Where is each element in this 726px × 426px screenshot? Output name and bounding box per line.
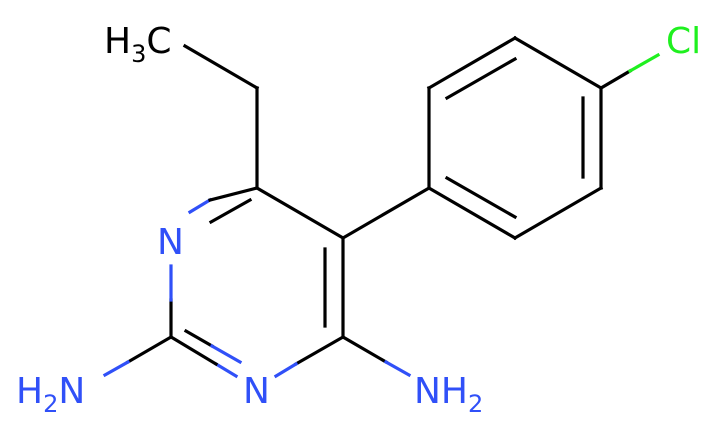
methyl-subscript: 3 [131,40,146,68]
amine-right-label: NH2 [414,371,483,418]
amine-right-nh: NH [414,371,468,412]
methyl-h: H [104,21,131,62]
amine-left-h: H [16,371,43,412]
bond-ph3-ph4 [512,35,604,91]
bond-c2-amine [125,334,174,365]
bond-ph5-ph6 [512,185,604,241]
bond-n1-c6 [208,186,259,202]
bond-ph2-ph3-inner [444,56,518,101]
amine-left-label: H2N [16,371,85,418]
bond-c4-n3-n [273,361,299,379]
bond-ph6-ph1 [426,185,518,241]
bond-ch3-ch2 [182,43,260,91]
bond-ph6-ph1-inner [444,175,518,220]
bond-ph4-cl [598,68,633,91]
bond-c4-amine-n [383,359,412,378]
bond-n3-c2-inner-n [209,343,243,365]
bond-n3-c2-inner [183,328,215,349]
bond-c2-amine-n [102,359,131,378]
bond-n1-c6-inner [208,197,253,225]
bond-n3-c2 [168,334,219,367]
chlorine-label: Cl [666,21,701,62]
bond-ph2-ph3 [426,35,518,91]
bond-c5-phenyl [340,185,432,241]
bond-c6-c5 [254,185,346,241]
bond-n3-c2-n [213,361,239,379]
bond-n1-c6-n [187,197,213,215]
bond-ph4-cl-colored [627,52,661,74]
amine-right-subscript: 2 [468,390,483,418]
amine-left-n: N [58,371,85,412]
amine-left-subscript: 2 [43,390,58,418]
bond-c4-amine [340,334,389,365]
methyl-c: C [146,21,171,62]
bond-c4-n3 [293,334,346,367]
ring-n-bottom-label: N [243,371,270,412]
ring-n-top-label: N [157,222,184,263]
methyl-label: H3C [104,21,172,68]
